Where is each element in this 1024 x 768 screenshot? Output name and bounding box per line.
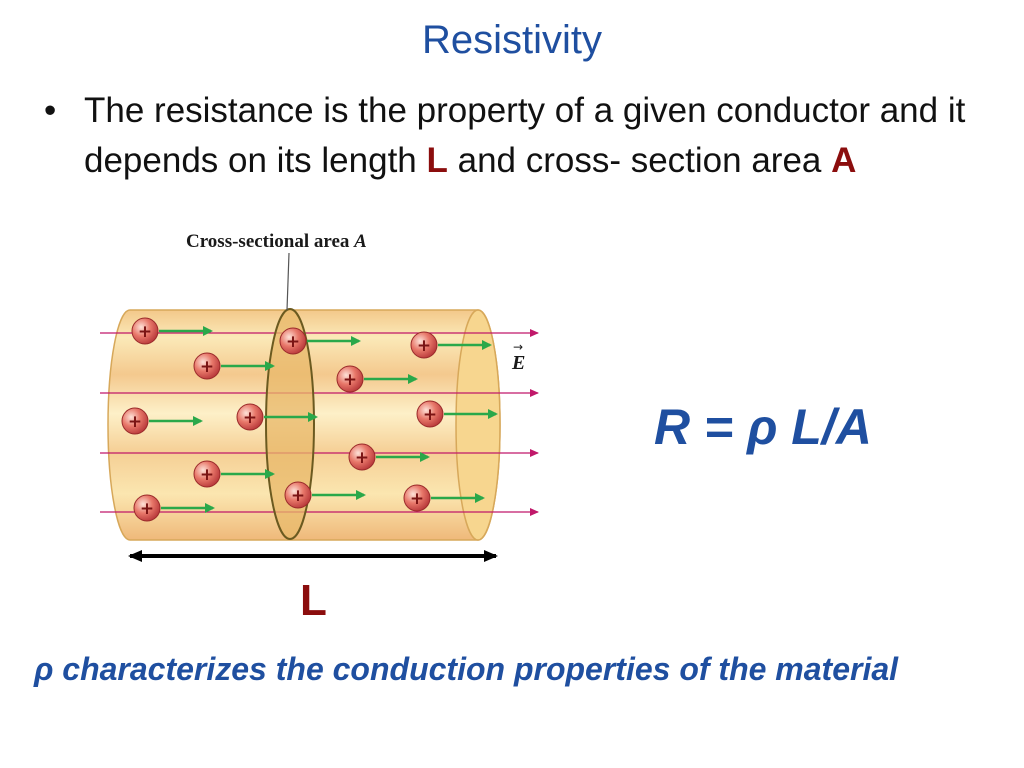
plus-sign: +: [200, 465, 214, 485]
area-symbol: A: [831, 141, 857, 180]
bullet-text-part1: The resistance is the property of a give…: [84, 91, 966, 180]
plus-sign: +: [138, 322, 152, 342]
plus-sign: +: [417, 336, 431, 356]
positive-charge: [416, 400, 444, 428]
bullet-text-part2: and cross- section area: [447, 141, 832, 180]
plus-sign: +: [140, 499, 154, 519]
positive-charge: [121, 407, 149, 435]
plus-sign: +: [291, 486, 305, 506]
cross-section-disk: [265, 308, 315, 540]
positive-charge: [131, 317, 159, 345]
bullet-dot: •: [44, 91, 57, 130]
positive-charge: [133, 494, 161, 522]
conductor-illustration: + + + + + + + + + + + + +: [100, 252, 539, 562]
positive-charge: [284, 481, 312, 509]
plus-sign: +: [200, 357, 214, 377]
slide-title: Resistivity: [421, 18, 603, 62]
positive-charge: [193, 460, 221, 488]
field-label: E: [512, 352, 526, 374]
resistance-formula: R = ρ L/A: [654, 399, 872, 455]
cross-section-label-text: Cross-sectional area: [186, 231, 355, 252]
positive-charge: [348, 443, 376, 471]
bullet-text: The resistance is the property of a give…: [84, 86, 1014, 186]
plus-sign: +: [243, 408, 257, 428]
plus-sign: +: [128, 412, 142, 432]
cylinder-end-cap: [455, 309, 501, 541]
plus-sign: +: [355, 448, 369, 468]
plus-sign: +: [410, 489, 424, 509]
cross-section-label: Cross-sectional area A: [186, 231, 367, 253]
label-leader-line: [286, 252, 290, 311]
cross-section-symbol: A: [354, 231, 367, 252]
plus-sign: +: [286, 332, 300, 352]
plus-sign: +: [343, 370, 357, 390]
resistivity-note: ρ characterizes the conduction propertie…: [34, 651, 899, 687]
length-symbol: L: [426, 141, 448, 180]
positive-charge: [336, 365, 364, 393]
positive-charge: [279, 327, 307, 355]
charge-carriers: + + + + + + + + + + + + +: [121, 317, 498, 522]
positive-charge: [236, 403, 264, 431]
field-vector-arrow: →: [513, 340, 524, 354]
positive-charge: [193, 352, 221, 380]
positive-charge: [403, 484, 431, 512]
length-label: L: [300, 576, 327, 625]
positive-charge: [410, 331, 438, 359]
field-lines: [100, 329, 539, 516]
plus-sign: +: [423, 405, 437, 425]
